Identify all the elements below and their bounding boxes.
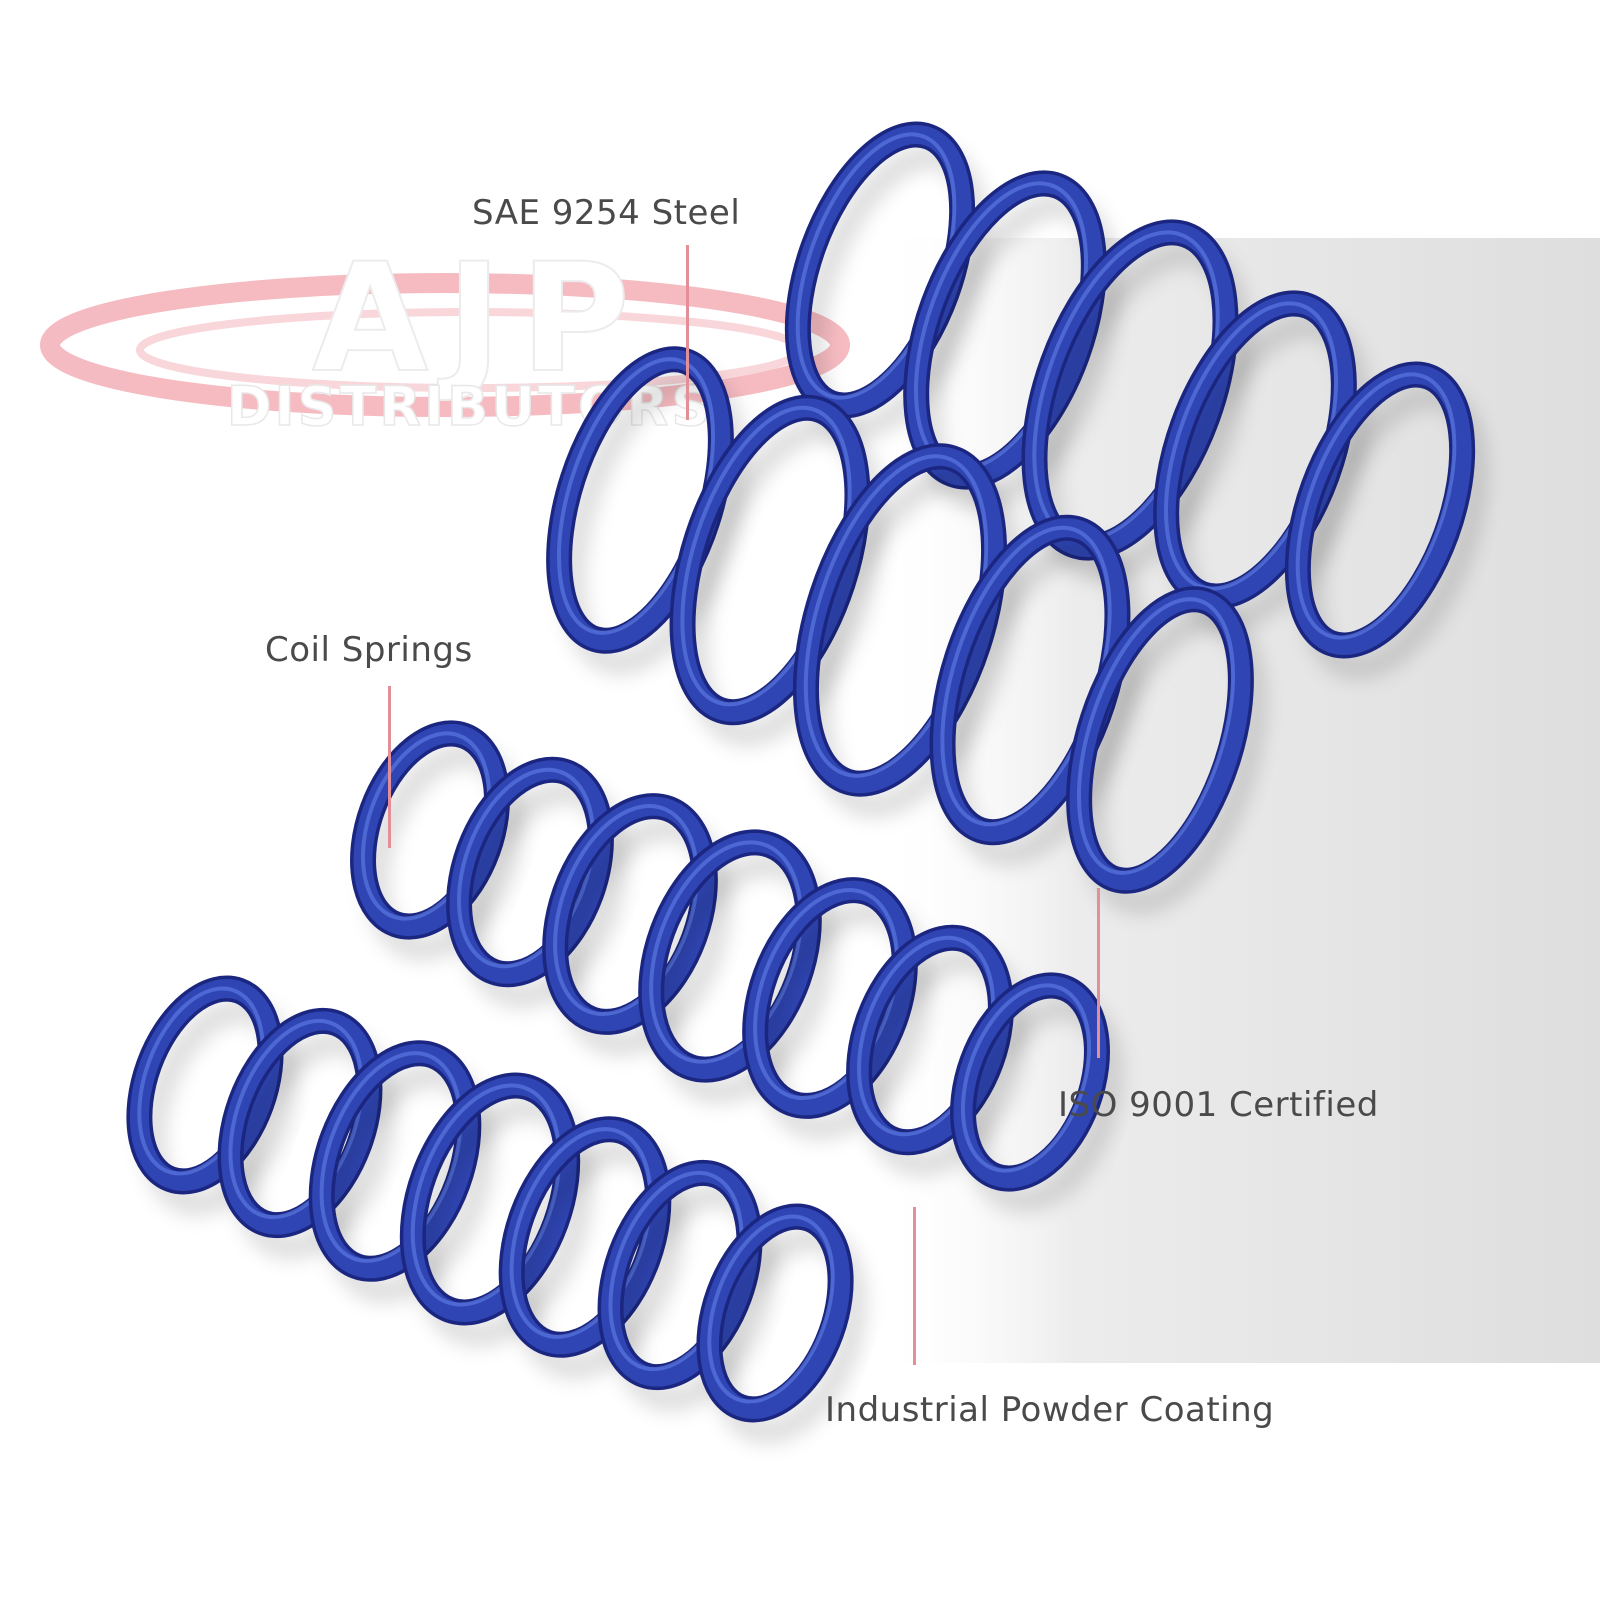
coil-highlight (960, 983, 1092, 1173)
label-iso: ISO 9001 Certified (1058, 1085, 1379, 1125)
leader-line-iso (1097, 888, 1100, 1058)
coil-highlight (1295, 372, 1457, 640)
spring-top (784, 121, 1490, 681)
label-steel: SAE 9254 Steel (472, 193, 741, 233)
logo-swoosh (40, 273, 850, 417)
label-coating: Industrial Powder Coating (825, 1390, 1275, 1430)
coil-highlight (707, 1214, 835, 1404)
spring-bottom (126, 975, 868, 1445)
label-coil: Coil Springs (265, 630, 473, 670)
leader-line-steel (686, 245, 689, 420)
leader-line-coating (913, 1207, 916, 1365)
leader-line-coil (388, 686, 391, 848)
spring-upper-middle (546, 346, 1268, 916)
coil-highlight (1076, 597, 1236, 875)
spring-lower-middle (350, 720, 1124, 1214)
logo-wordmark: AJP (312, 232, 648, 406)
coil-springs-set (126, 121, 1490, 1445)
